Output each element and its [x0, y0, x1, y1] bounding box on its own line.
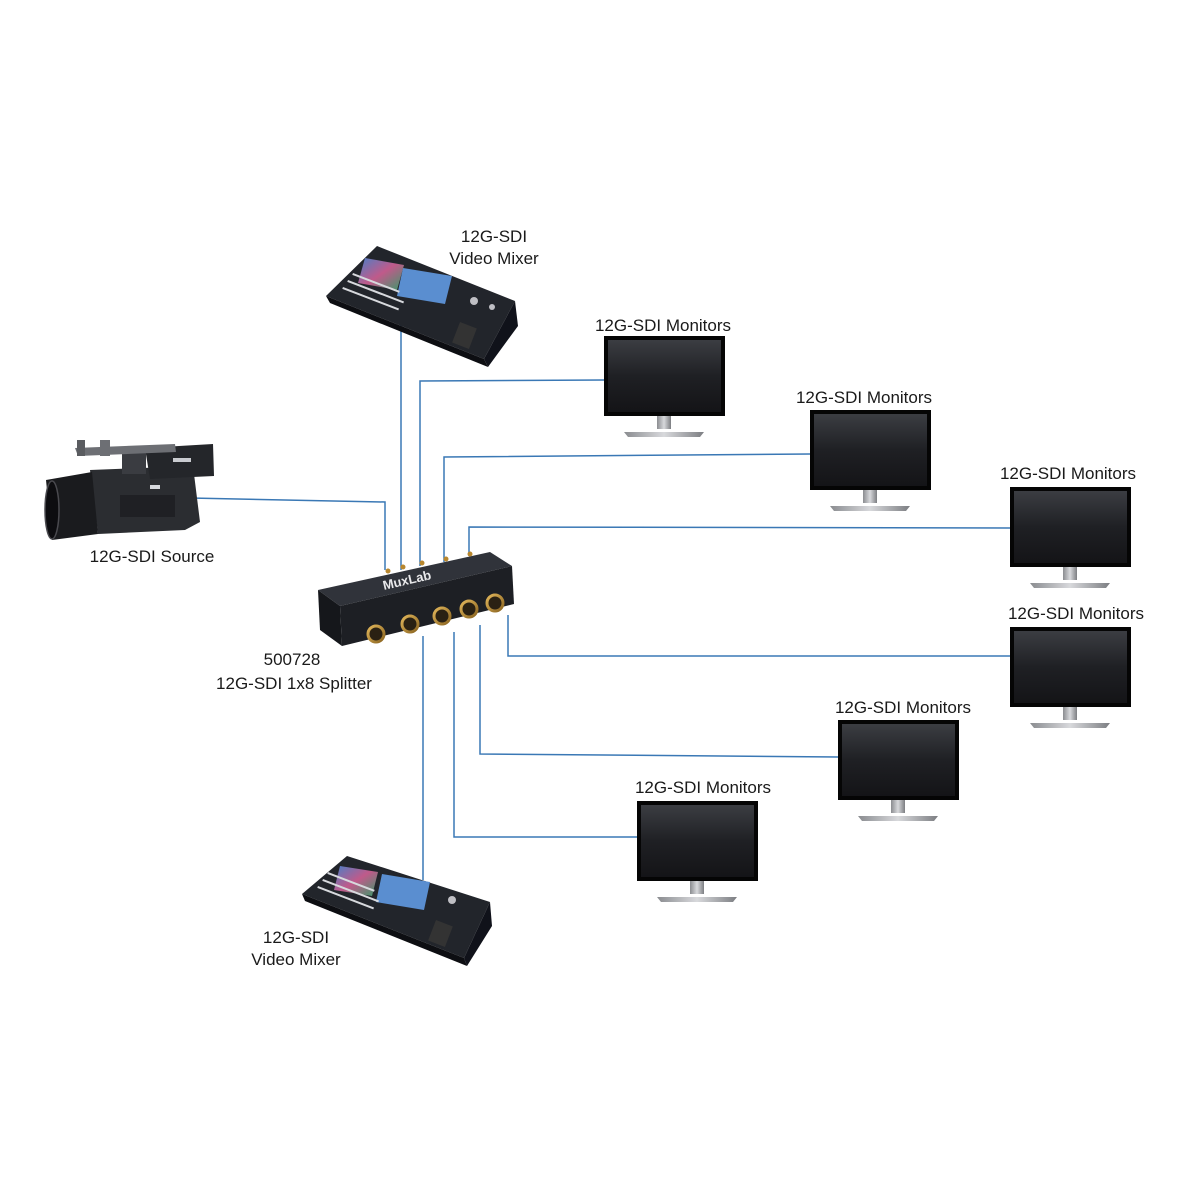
video-mixer-top	[326, 246, 518, 367]
bnc-connector-icon	[366, 624, 386, 644]
mixer-knob-icon	[448, 896, 456, 904]
cable-monitor-4	[507, 615, 1010, 657]
splitter-label: 12G-SDI 1x8 Splitter	[216, 674, 372, 693]
mixer-bottom-label: 12G-SDI Video Mixer	[251, 928, 341, 969]
monitor-icon	[1010, 487, 1131, 588]
camcorder-icon	[44, 440, 214, 540]
monitor-label-2: 12G-SDI Monitors	[795, 388, 933, 407]
monitor-icon	[838, 720, 959, 821]
cable-monitor-6	[453, 632, 637, 838]
t-bar-icon	[428, 920, 453, 947]
monitor-icon	[637, 801, 758, 902]
t-bar-icon	[452, 322, 477, 349]
video-mixer-bottom	[302, 856, 492, 966]
mixer-screen-icon	[358, 258, 404, 290]
bnc-connector-icon	[485, 593, 505, 613]
cable-monitor-3	[468, 526, 1011, 556]
cable-monitor-2	[443, 453, 811, 562]
monitor-label-4: 12G-SDI Monitors	[1007, 604, 1145, 623]
cable-monitor-5	[479, 625, 839, 758]
cables	[189, 322, 1011, 880]
splitter-model-label: 500728	[263, 650, 321, 669]
monitor-icon	[1010, 627, 1131, 728]
monitor-label-3: 12G-SDI Monitors	[999, 464, 1137, 483]
monitor-label-1: 12G-SDI Monitors	[594, 316, 732, 335]
bnc-connector-icon	[400, 614, 420, 634]
cable-source	[189, 497, 386, 570]
monitor-label-6: 12G-SDI Monitors	[634, 778, 772, 797]
splitter-device: MuxLab	[318, 551, 514, 646]
monitor-label-5: 12G-SDI Monitors	[834, 698, 972, 717]
bnc-connector-icon	[432, 606, 452, 626]
bnc-connector-icon	[459, 599, 479, 619]
source-label: 12G-SDI Source	[89, 547, 215, 566]
mixer-knob-icon	[470, 297, 478, 305]
monitor-icon	[810, 410, 931, 511]
cable-monitor-1	[419, 379, 605, 566]
mixer-top-label: 12G-SDI Video Mixer	[449, 227, 539, 268]
monitor-icon	[604, 336, 725, 437]
